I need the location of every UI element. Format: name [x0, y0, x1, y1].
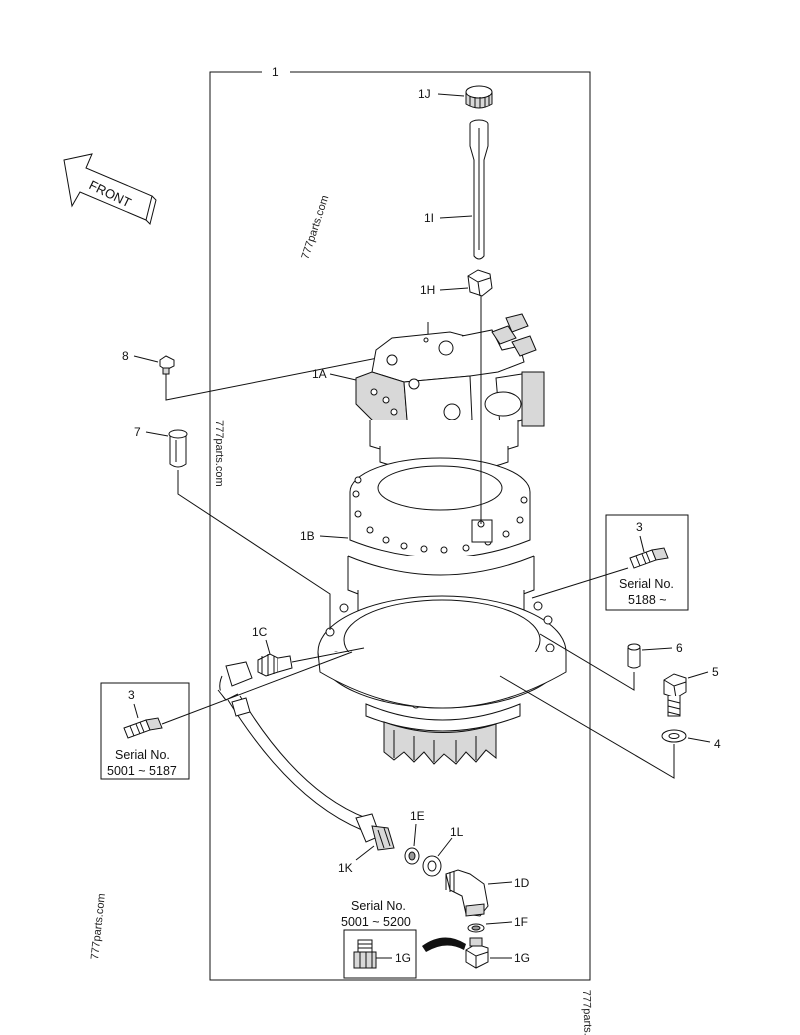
callout-4[interactable]: 4	[714, 737, 721, 751]
callout-1B[interactable]: 1B	[300, 529, 315, 543]
serial-right-title: Serial No.	[619, 577, 674, 591]
callout-1[interactable]: 1	[272, 65, 279, 79]
callout-1H[interactable]: 1H	[420, 283, 435, 297]
callout-1E[interactable]: 1E	[410, 809, 425, 823]
part-1G-plug[interactable]	[465, 937, 489, 969]
serial-left-title: Serial No.	[115, 748, 170, 762]
front-arrow: FRONT	[63, 153, 157, 225]
serial-left-range: 5001 ~ 5187	[107, 764, 177, 778]
part-6-pin[interactable]	[627, 643, 641, 669]
watermark-mid: 777parts.com	[213, 420, 225, 487]
part-1E-oring[interactable]	[404, 847, 420, 865]
part-1F-oring[interactable]	[467, 923, 485, 933]
callout-8[interactable]: 8	[122, 349, 129, 363]
callout-7[interactable]: 7	[134, 425, 141, 439]
part-1H-nut[interactable]	[467, 269, 493, 297]
serial-bottom-title: Serial No.	[351, 899, 406, 913]
serial-box-bottom: Serial No. 5001 ~ 5200 1G	[341, 899, 417, 979]
callout-1G-early[interactable]: 1G	[395, 951, 411, 965]
serial-box-left: 3 Serial No. 5001 ~ 5187	[100, 682, 190, 780]
serial-bottom-range: 5001 ~ 5200	[341, 915, 411, 929]
part-1I-pipe[interactable]	[469, 119, 489, 260]
callout-6[interactable]: 6	[676, 641, 683, 655]
part-4-washer[interactable]	[661, 729, 687, 743]
callout-1F[interactable]: 1F	[514, 915, 528, 929]
part-1C-adapter[interactable]	[257, 653, 293, 677]
part-1G-plug-early[interactable]	[353, 939, 377, 969]
part-1L-washer[interactable]	[422, 855, 442, 877]
callout-1G[interactable]: 1G	[514, 951, 530, 965]
part-1B-swing-motor[interactable]	[317, 420, 567, 765]
callout-1C[interactable]: 1C	[252, 625, 268, 639]
callout-1J[interactable]: 1J	[418, 87, 431, 101]
assembly-frame	[209, 71, 591, 981]
callout-1D[interactable]: 1D	[514, 876, 530, 890]
watermark-top: 777parts.com	[299, 194, 331, 261]
part-8-bolt[interactable]	[159, 355, 175, 375]
callout-3-right[interactable]: 3	[636, 520, 643, 534]
part-3-fitting-right[interactable]	[629, 547, 669, 569]
part-1J-cap[interactable]	[465, 85, 493, 109]
watermark-corner: 777parts.c	[580, 990, 594, 1035]
callout-1A[interactable]: 1A	[312, 367, 327, 381]
part-1K-hose[interactable]	[217, 661, 395, 851]
part-3-fitting-left[interactable]	[123, 717, 163, 739]
part-7-pin[interactable]	[168, 429, 188, 468]
part-1D-elbow[interactable]	[445, 869, 489, 917]
callout-1L[interactable]: 1L	[450, 825, 464, 839]
watermark-left: 777parts.com	[89, 893, 108, 961]
replacement-arrow	[422, 937, 466, 952]
callout-5[interactable]: 5	[712, 665, 719, 679]
callout-1I[interactable]: 1I	[424, 211, 434, 225]
callout-3-left[interactable]: 3	[128, 688, 135, 702]
part-5-bolt[interactable]	[663, 673, 687, 717]
serial-box-right: 3 Serial No. 5188 ~	[605, 514, 689, 611]
callout-1K[interactable]: 1K	[338, 861, 353, 875]
serial-right-range: 5188 ~	[628, 593, 667, 607]
